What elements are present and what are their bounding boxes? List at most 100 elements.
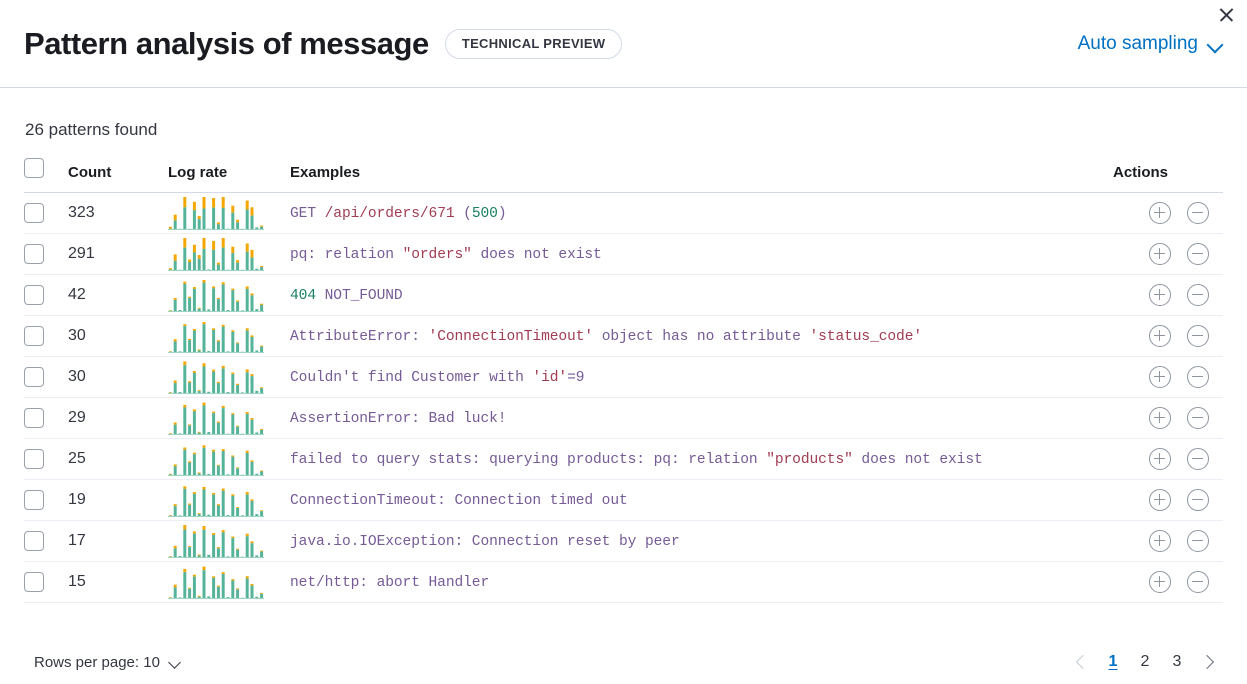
auto-sampling-label: Auto sampling <box>1077 32 1198 54</box>
filter-out-value-icon[interactable] <box>1187 366 1209 388</box>
filter-for-value-icon[interactable] <box>1149 448 1171 470</box>
page-button-3[interactable]: 3 <box>1163 648 1191 676</box>
filter-out-value-icon[interactable] <box>1187 243 1209 265</box>
filter-for-value-icon[interactable] <box>1149 571 1171 593</box>
filter-for-value-icon[interactable] <box>1149 202 1171 224</box>
log-rate-cell <box>168 438 290 480</box>
example-token: 'status_code' <box>809 329 923 345</box>
filter-for-value-icon[interactable] <box>1149 489 1171 511</box>
count-cell: 291 <box>68 233 168 275</box>
row-checkbox[interactable] <box>24 244 44 264</box>
filter-out-value-icon[interactable] <box>1187 202 1209 224</box>
log-rate-sparkline <box>168 361 264 394</box>
row-checkbox[interactable] <box>24 449 44 469</box>
table-body: 323 GET /api/orders/671 (500) 291 pq: relat… <box>24 192 1223 603</box>
auto-sampling-button[interactable]: Auto sampling <box>1078 33 1223 55</box>
row-select-cell <box>24 274 68 316</box>
actions-cell <box>1113 274 1223 316</box>
count-cell: 30 <box>68 356 168 398</box>
count-cell: 323 <box>68 192 168 234</box>
flyout-header: Pattern analysis of message TECHNICAL PR… <box>0 0 1247 88</box>
actions-header: Actions <box>1113 158 1223 193</box>
close-icon[interactable] <box>1214 2 1240 28</box>
row-checkbox[interactable] <box>24 408 44 428</box>
chevron-down-icon <box>169 658 182 666</box>
count-cell: 25 <box>68 438 168 480</box>
filter-out-value-icon[interactable] <box>1187 530 1209 552</box>
filter-out-value-icon[interactable] <box>1187 489 1209 511</box>
row-select-cell <box>24 233 68 275</box>
log-rate-sparkline <box>168 402 264 435</box>
example-text: AssertionError: Bad luck! <box>290 411 507 427</box>
row-checkbox[interactable] <box>24 572 44 592</box>
example-token: java.io.IOException: Connection reset by… <box>290 534 680 550</box>
count-cell: 15 <box>68 561 168 603</box>
log-rate-cell <box>168 274 290 316</box>
filter-out-value-icon[interactable] <box>1187 325 1209 347</box>
log-rate-sparkline <box>168 566 264 599</box>
row-checkbox[interactable] <box>24 203 44 223</box>
row-checkbox[interactable] <box>24 285 44 305</box>
example-token: "products" <box>766 452 853 468</box>
example-token: pq: relation <box>290 247 403 263</box>
table-header-row: Count Log rate Examples Actions <box>24 158 1223 193</box>
actions-cell <box>1113 356 1223 398</box>
example-text: GET /api/orders/671 (500) <box>290 206 507 222</box>
count-cell: 29 <box>68 397 168 439</box>
row-select-cell <box>24 561 68 603</box>
filter-out-value-icon[interactable] <box>1187 448 1209 470</box>
example-cell: AssertionError: Bad luck! <box>290 397 1113 439</box>
patterns-found-count: 26 patterns found <box>25 120 158 139</box>
examples-header: Examples <box>290 158 1113 193</box>
log-rate-sparkline <box>168 445 264 476</box>
example-token: ( <box>454 206 472 222</box>
page-button-1[interactable]: 1 <box>1099 648 1127 676</box>
filter-out-value-icon[interactable] <box>1187 407 1209 429</box>
previous-page-button[interactable] <box>1067 648 1095 676</box>
log-rate-sparkline <box>168 525 264 558</box>
filter-for-value-icon[interactable] <box>1149 530 1171 552</box>
chevron-down-icon <box>1208 39 1223 48</box>
example-token: =9 <box>567 370 585 386</box>
filter-for-value-icon[interactable] <box>1149 325 1171 347</box>
example-token: ConnectionTimeout: Connection timed out <box>290 493 628 509</box>
row-select-cell <box>24 438 68 480</box>
flyout-body: 26 patterns found Count Log rate Example… <box>0 88 1247 622</box>
title-group: Pattern analysis of message TECHNICAL PR… <box>24 25 623 62</box>
example-cell: ConnectionTimeout: Connection timed out <box>290 479 1113 521</box>
example-cell: 404 NOT_FOUND <box>290 274 1113 316</box>
actions-cell <box>1113 315 1223 357</box>
filter-out-value-icon[interactable] <box>1187 571 1209 593</box>
example-token: object has no attribute <box>593 329 810 345</box>
example-token: /api/orders/671 <box>324 206 455 222</box>
rows-per-page-button[interactable]: Rows per page: 10 <box>34 654 182 671</box>
count-cell: 19 <box>68 479 168 521</box>
row-checkbox[interactable] <box>24 490 44 510</box>
select-all-checkbox[interactable] <box>24 158 44 178</box>
filter-for-value-icon[interactable] <box>1149 366 1171 388</box>
filter-for-value-icon[interactable] <box>1149 284 1171 306</box>
page-title: Pattern analysis of message <box>24 25 429 61</box>
page-button-2[interactable]: 2 <box>1131 648 1159 676</box>
count-cell: 17 <box>68 520 168 562</box>
row-select-cell <box>24 397 68 439</box>
filter-for-value-icon[interactable] <box>1149 407 1171 429</box>
example-cell: failed to query stats: querying products… <box>290 438 1113 480</box>
table-row: 29 AssertionError: Bad luck! <box>24 397 1223 439</box>
filter-out-value-icon[interactable] <box>1187 284 1209 306</box>
count-cell: 30 <box>68 315 168 357</box>
actions-cell <box>1113 479 1223 521</box>
actions-cell <box>1113 438 1223 480</box>
row-checkbox[interactable] <box>24 367 44 387</box>
row-checkbox[interactable] <box>24 326 44 346</box>
example-token: ) <box>497 206 507 222</box>
example-cell: net/http: abort Handler <box>290 561 1113 603</box>
row-checkbox[interactable] <box>24 531 44 551</box>
next-page-button[interactable] <box>1195 648 1223 676</box>
row-select-cell <box>24 315 68 357</box>
filter-for-value-icon[interactable] <box>1149 243 1171 265</box>
example-token: NOT_FOUND <box>315 288 403 304</box>
row-select-cell <box>24 520 68 562</box>
